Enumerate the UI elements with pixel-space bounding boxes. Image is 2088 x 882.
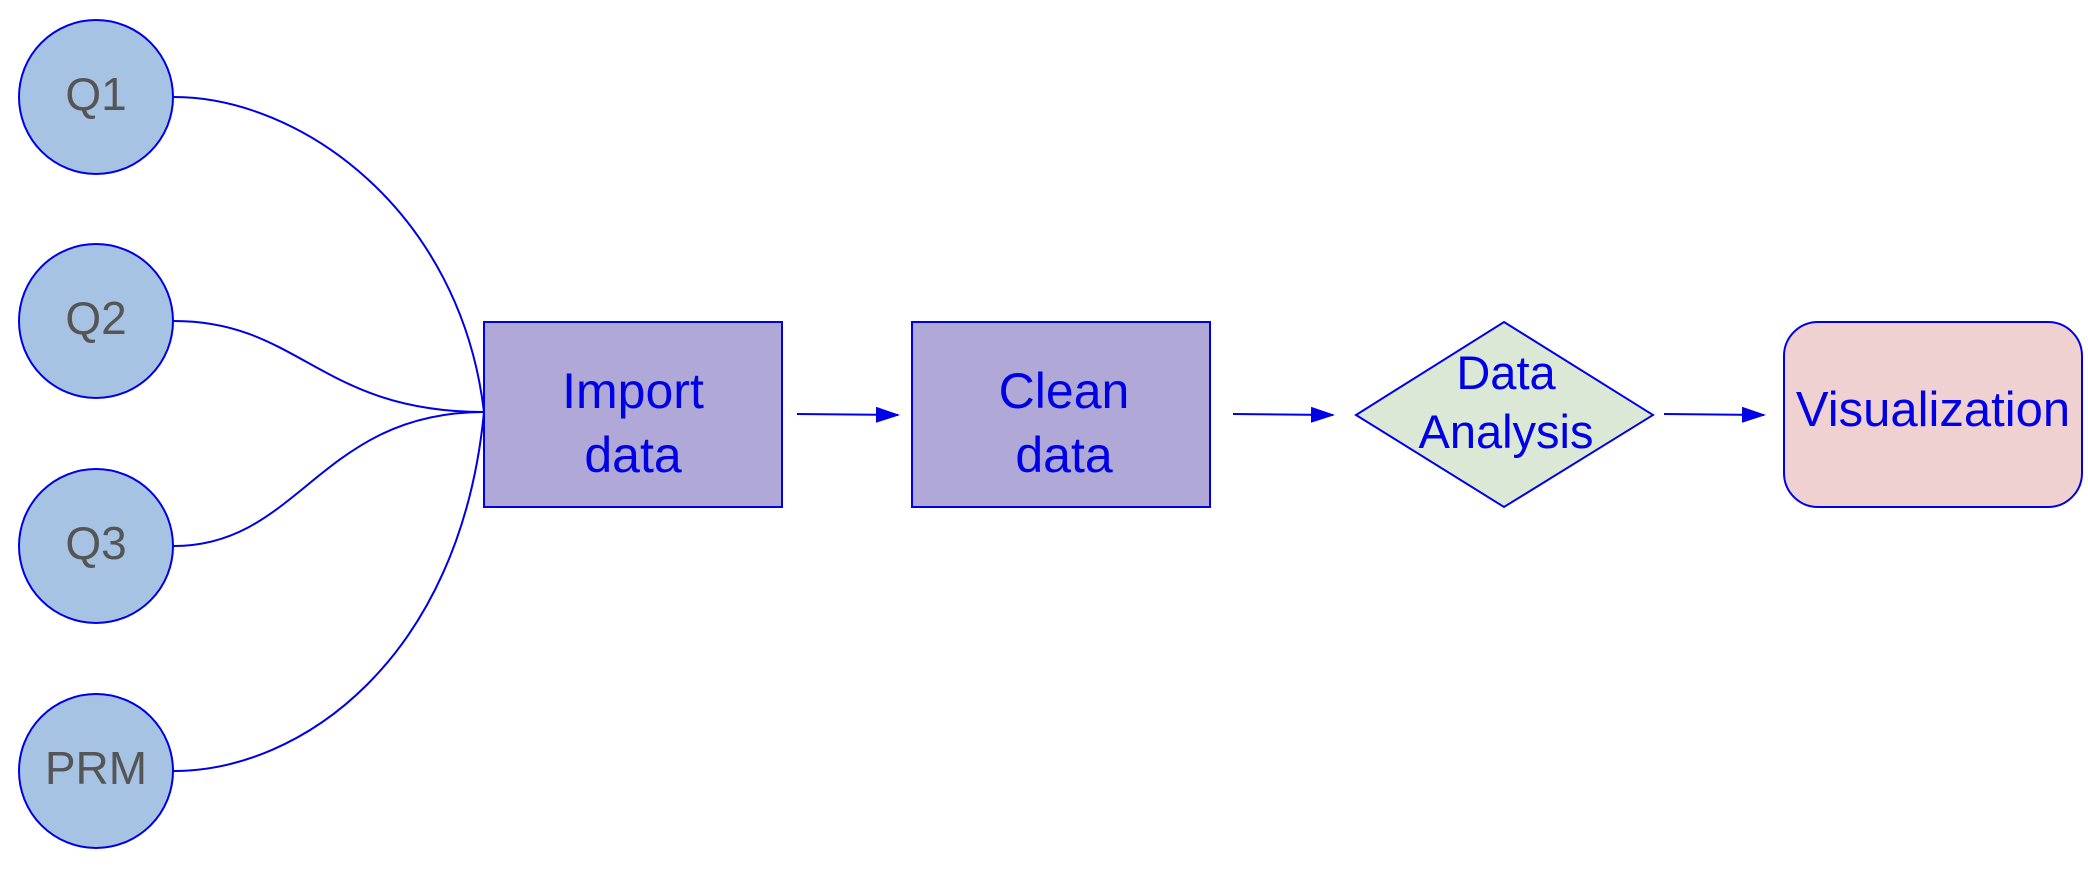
- arrow-import-to-clean: [796, 406, 900, 423]
- process-box: [911, 321, 1211, 508]
- arrow-analysis-to-visualization: [1663, 406, 1766, 423]
- connector-q1-to-import: [173, 96, 485, 413]
- connector-q3-to-import: [173, 411, 485, 547]
- source-label: Q2: [65, 292, 126, 344]
- source-label: Q1: [65, 68, 126, 120]
- step-label-line-2: data: [584, 427, 682, 483]
- source-circle: [18, 468, 174, 624]
- source-node-q2: Q2: [18, 243, 174, 399]
- step-label-line-1: Visualization: [1796, 383, 2070, 437]
- step-import-data: Import data: [483, 321, 783, 508]
- source-label: Q3: [65, 517, 126, 569]
- step-label-line-2: Analysis: [1418, 405, 1593, 458]
- connector-q2-to-import: [173, 320, 485, 413]
- source-node-prm: PRM: [18, 693, 174, 849]
- step-clean-data: Clean data: [911, 321, 1211, 508]
- arrow-clean-to-analysis: [1232, 406, 1335, 423]
- source-node-q1: Q1: [18, 19, 174, 175]
- step-label-line-2: data: [1015, 427, 1113, 483]
- source-node-q3: Q3: [18, 468, 174, 624]
- source-circle: [18, 19, 174, 175]
- source-circle: [18, 693, 174, 849]
- decision-diamond: [1354, 320, 1655, 509]
- step-data-analysis: Data Analysis: [1354, 320, 1655, 509]
- terminal-box: [1783, 321, 2083, 508]
- source-circle: [18, 243, 174, 399]
- step-label-line-1: Data: [1456, 346, 1556, 399]
- step-label-line-1: Import: [562, 363, 704, 419]
- step-label-line-1: Clean: [999, 363, 1130, 419]
- connector-prm-to-import: [173, 411, 485, 772]
- process-box: [483, 321, 783, 508]
- source-label: PRM: [45, 742, 147, 794]
- step-visualization: Visualization: [1783, 321, 2083, 508]
